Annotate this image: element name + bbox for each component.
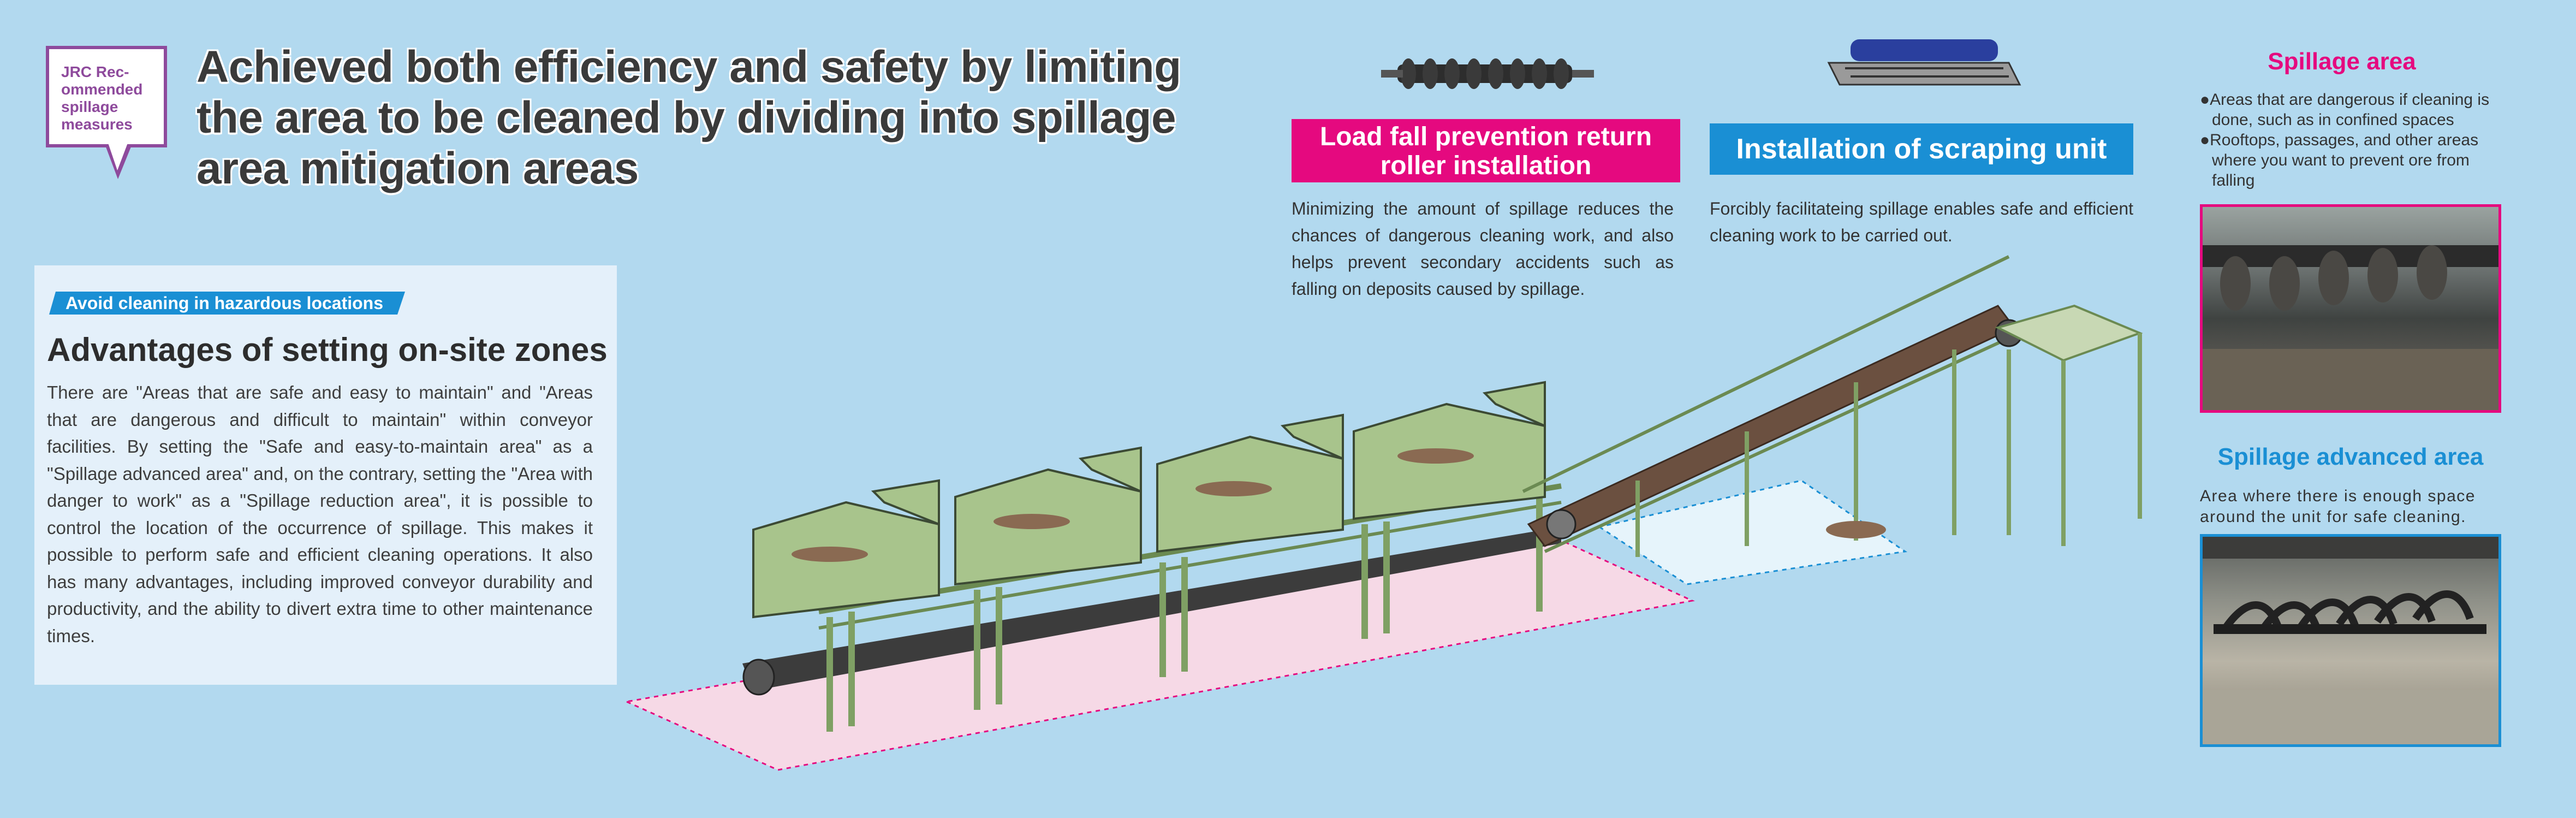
incline-rail	[1522, 255, 2010, 493]
support-legs	[826, 491, 1543, 732]
return-roller-icon	[1381, 58, 1594, 89]
scraping-unit-icon	[1827, 39, 2021, 86]
list-item: ●Rooftops, passages, and other areas whe…	[2200, 131, 2479, 189]
advantages-panel	[34, 265, 617, 685]
spillage-area-title: Spillage area	[2268, 48, 2416, 75]
recommended-badge: JRC Rec- ommended spillage measures	[46, 46, 167, 147]
spillage-advanced-area-photo	[2200, 534, 2501, 747]
head-platform	[1995, 304, 2143, 362]
spillage-advanced-zone	[1597, 479, 1907, 585]
incline-rail	[1544, 331, 2021, 553]
badge-text: JRC Rec- ommended spillage measures	[61, 63, 143, 133]
roller-description: Minimizing the amount of spillage reduce…	[1292, 199, 1674, 299]
scraper-banner: Installation of scraping unit	[1710, 123, 2133, 175]
hopper-load	[792, 448, 1474, 562]
spillage-pile	[1826, 521, 1886, 538]
spillage-area-photo	[2200, 204, 2501, 413]
spillage-area-list: ●Areas that are dangerous if cleaning is…	[2200, 90, 2516, 191]
scraper-description: Forcibly facilitateing spillage enables …	[1710, 199, 2133, 245]
advantages-tag: Avoid cleaning in hazardous locations	[49, 292, 405, 315]
advantages-body: There are "Areas that are safe and easy …	[47, 382, 593, 646]
badge-pointer-inner	[108, 143, 128, 170]
spillage-advanced-area-description: Area where there is enough space around …	[2200, 487, 2476, 526]
list-item: ●Areas that are dangerous if cleaning is…	[2200, 91, 2490, 129]
roller-photo-illustration	[2203, 245, 2498, 410]
scraper-unit-wheel	[1546, 509, 1576, 540]
scraper-photo-illustration	[2203, 537, 2498, 744]
page-title: Achieved both efficiency and safety by l…	[197, 42, 1181, 193]
horizontal-belt	[742, 527, 1561, 691]
frame-rail	[818, 501, 1562, 630]
roller-banner: Load fall prevention return roller insta…	[1292, 119, 1680, 182]
spillage-advanced-area-title: Spillage advanced area	[2217, 443, 2484, 470]
incline-supports	[1635, 333, 2142, 557]
advantages-heading: Advantages of setting on-site zones	[47, 331, 608, 368]
tail-pulley	[742, 659, 775, 696]
